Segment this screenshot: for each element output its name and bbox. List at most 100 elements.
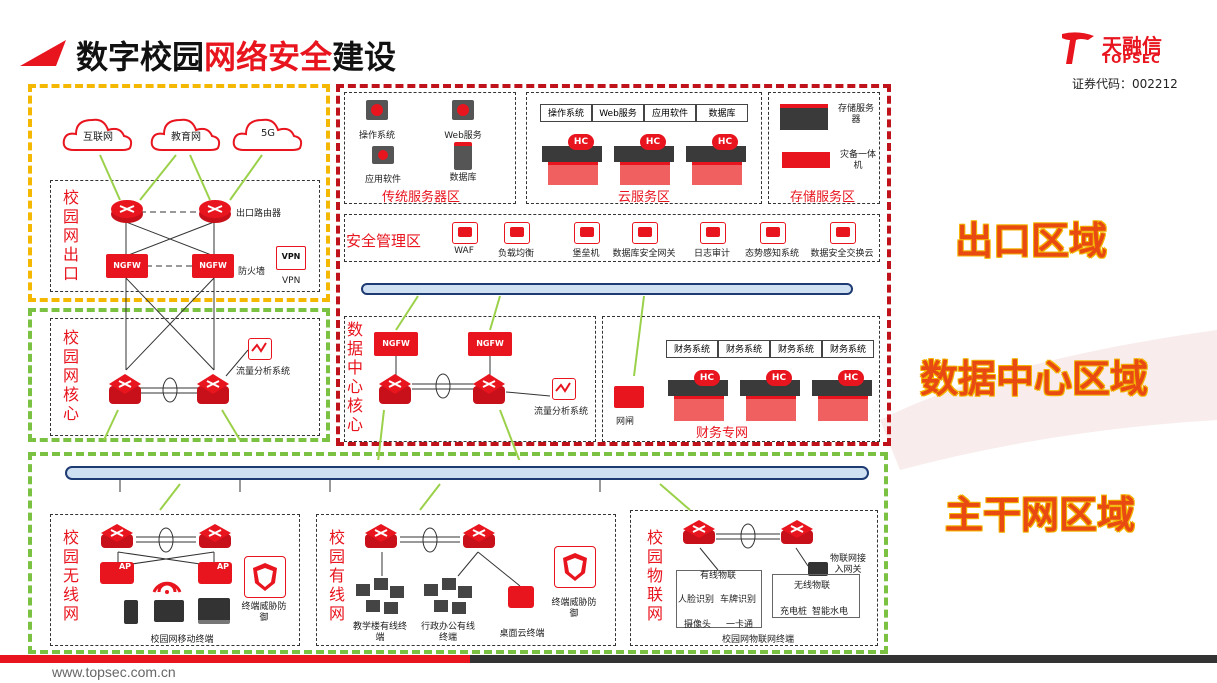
exit-firewall-left: NGFW	[106, 254, 148, 278]
cloud-tab-web: Web服务	[592, 104, 644, 122]
cloud-5g-label: 5G	[260, 128, 276, 139]
iot-switch-left-icon	[683, 520, 715, 544]
wireless-iot-title: 无线物联	[794, 581, 831, 591]
security-mgmt-item-4-icon	[632, 222, 658, 244]
desktop-cloud-icon	[508, 586, 534, 608]
cloud-hc-1: HC	[568, 134, 594, 150]
iot-box	[630, 510, 878, 646]
region-label-exit: 出口区域	[955, 219, 1108, 263]
wireless-threat-label: 终端威胁防御	[241, 602, 287, 623]
logo-en: TOPSEC	[1102, 52, 1161, 66]
traditional-servers-caption: 传统服务器区	[382, 190, 461, 205]
ap-right: AP	[198, 562, 232, 584]
wireless-threat-icon	[244, 556, 286, 598]
wired-links	[381, 527, 521, 587]
security-mgmt-box	[344, 214, 880, 262]
exit-router-left-icon	[111, 200, 143, 223]
region-label-datacenter: 数据中心区域	[920, 357, 1149, 401]
cloud-internet-label: 互联网	[83, 132, 113, 143]
wired-iot-plate: 车牌识别	[720, 595, 757, 605]
laptop-icon	[198, 598, 230, 624]
dc-traffic-label: 流量分析系统	[534, 407, 589, 417]
dc-backbone-bar	[361, 283, 853, 295]
iot-terminal-label: 校园网物联网终端	[721, 635, 794, 645]
security-mgmt-item-7-label: 数据安全交换云	[810, 249, 874, 259]
server-db-icon	[454, 142, 472, 170]
core-traffic-icon	[248, 338, 272, 360]
dc-firewall-left: NGFW	[374, 332, 418, 356]
security-mgmt-item-6-icon	[760, 222, 786, 244]
title-arrow-icon	[20, 40, 66, 66]
iot-gateway-icon	[808, 562, 828, 576]
server-os-label: 操作系统	[358, 131, 395, 141]
server-web-label: Web服务	[444, 131, 482, 141]
topsec-logo-icon	[1062, 32, 1094, 64]
storage-caption: 存储服务区	[790, 190, 856, 205]
wired-switch-right-icon	[463, 524, 495, 548]
teach-pc-cluster	[356, 578, 406, 618]
cloud-services-box	[526, 92, 762, 204]
exit-firewall-left-ngfw: NGFW	[113, 261, 141, 270]
cloud-tab-db: 数据库	[696, 104, 748, 122]
wireless-switch-right-icon	[199, 524, 231, 548]
storage-box	[768, 92, 880, 204]
security-mgmt-item-2-label: 负载均衡	[497, 249, 534, 259]
finance-hc-2: HC	[766, 370, 792, 386]
cloud-5g-icon	[232, 118, 303, 151]
security-mgmt-item-6-label: 态势感知系统	[744, 249, 799, 259]
storage-server-icon	[780, 104, 828, 130]
security-mgmt-item-5-icon	[700, 222, 726, 244]
title-part-1: 数字校园	[76, 38, 205, 76]
wired-iot-card: 一卡通	[726, 620, 754, 630]
security-mgmt-item-2-icon	[504, 222, 530, 244]
cloud-server-3-base	[692, 162, 742, 185]
core-zone	[28, 308, 330, 442]
wired-box	[316, 514, 616, 646]
dc-core-links	[377, 295, 645, 460]
core-switch-right-icon	[197, 374, 229, 404]
finance-tab-1: 财务系统	[666, 340, 718, 358]
cloud-services-caption: 云服务区	[618, 190, 671, 205]
cloud-tab-os: 操作系统	[540, 104, 592, 122]
cloud-server-1	[542, 146, 602, 162]
wired-iot-title: 有线物联	[700, 571, 737, 581]
finance-server-2-base	[746, 396, 796, 421]
exit-router-label: 出口路由器	[236, 209, 282, 219]
logo-cn: 天融信	[1102, 34, 1162, 58]
wireless-iot-group	[772, 574, 860, 618]
cloud-server-2-base	[620, 162, 670, 185]
traditional-servers-box	[344, 92, 516, 204]
wired-iot-group	[676, 570, 762, 628]
wireless-side-label: 校园无线网	[62, 528, 79, 623]
server-os-icon	[366, 100, 388, 120]
cloud-server-2	[614, 146, 674, 162]
exit-side-label: 校园网出口	[62, 188, 79, 283]
cloud-edu-icon	[150, 118, 221, 151]
cloud-server-3	[686, 146, 746, 162]
office-pc-cluster	[424, 578, 474, 618]
wired-iot-face: 人脸识别	[678, 595, 715, 605]
teach-terminal-label: 教学楼有线终端	[352, 622, 407, 643]
backbone-links	[119, 480, 691, 511]
brand-logo: 天融信 TOPSEC	[1058, 28, 1208, 68]
wired-threat-label: 终端威胁防御	[551, 598, 597, 619]
cloud-hc-3: HC	[712, 134, 738, 150]
wired-switch-left-icon	[365, 524, 397, 548]
finance-tab-4: 财务系统	[822, 340, 874, 358]
wired-side-label: 校园有线网	[328, 528, 345, 623]
wireless-switch-left-icon	[101, 524, 133, 548]
backup-appliance-label: 灾备一体机	[840, 150, 877, 171]
footer-url: www.topsec.com.cn	[52, 664, 176, 680]
mobile-phone-icon	[124, 600, 138, 624]
wireless-iot-meter: 智能水电	[812, 607, 849, 617]
core-side-label: 校园网核心	[62, 328, 79, 423]
finance-server-3-base	[818, 396, 868, 421]
title-part-2: 建设	[332, 38, 397, 76]
security-mgmt-item-3-icon	[574, 222, 600, 244]
wired-iot-camera: 摄像头	[684, 620, 712, 630]
exit-links	[99, 154, 263, 267]
page-title: 数字校园网络安全建设	[76, 32, 396, 78]
exit-firewall-right-ngfw: NGFW	[199, 261, 227, 270]
desktop-cloud-label: 桌面云终端	[499, 629, 545, 639]
finance-caption: 财务专网	[696, 426, 749, 441]
